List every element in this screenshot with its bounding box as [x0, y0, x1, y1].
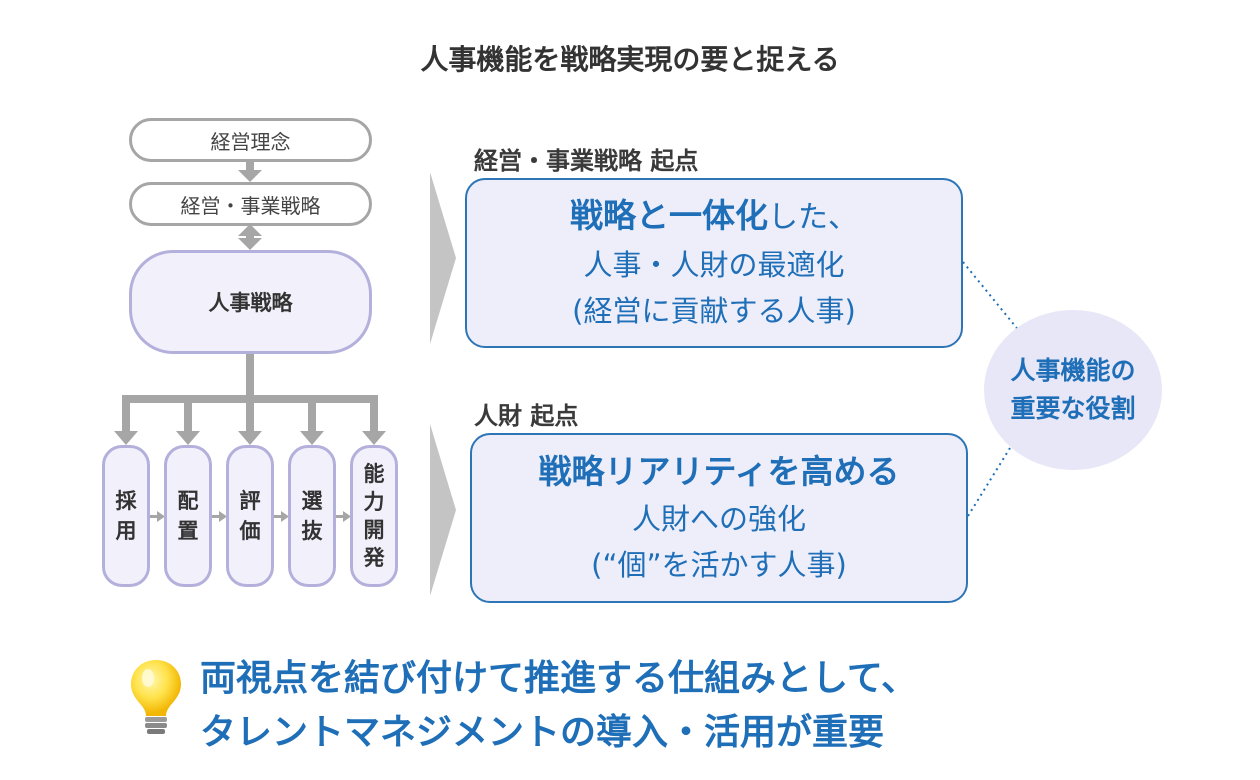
function-placement: 配 置 — [164, 445, 212, 587]
dotted-connector — [962, 261, 1021, 333]
connector-line — [246, 235, 254, 239]
arrow-down-icon — [238, 238, 262, 250]
conclusion-line-2: タレントマネジメントの導入・活用が重要 — [200, 712, 885, 753]
arrow-right-icon — [219, 511, 227, 522]
arrow-down-icon — [238, 431, 262, 445]
talent-line-3: (“個”を活かす人事) — [591, 548, 847, 582]
arrow-down-icon — [362, 431, 386, 445]
page-title: 人事機能を戦略実現の要と捉える — [420, 43, 840, 76]
business-headline: 戦略と一体化した、 — [570, 196, 858, 235]
talent-line-2: 人財への強化 — [631, 502, 806, 536]
talent-headline: 戦略リアリティを高める — [538, 452, 900, 491]
business-line-3: (経営に貢献する人事) — [572, 294, 856, 328]
hr-strategy-box: 人事戦略 — [129, 250, 372, 354]
function-recruitment: 採 用 — [102, 445, 150, 587]
arrow-down-icon — [300, 431, 324, 445]
business-line-2: 人事・人財の最適化 — [583, 248, 845, 282]
connector-trunk — [246, 351, 254, 399]
arrow-up-icon — [238, 224, 262, 236]
section-label-talent: 人財 起点 — [474, 402, 579, 430]
talent-origin-box: 戦略リアリティを高める 人財への強化 (“個”を活かす人事) — [470, 433, 968, 603]
lightbulb-icon — [131, 660, 181, 734]
arrow-right-icon — [157, 511, 165, 522]
connector-line — [246, 162, 254, 172]
arrow-right-icon — [343, 511, 351, 522]
function-development: 能 力 開 発 — [350, 445, 398, 587]
business-origin-box: 戦略と一体化した、 人事・人財の最適化 (経営に貢献する人事) — [465, 178, 963, 348]
arrow-right-icon — [281, 511, 289, 522]
arrow-down-icon — [238, 170, 262, 182]
role-circle: 人事機能の 重要な役割 — [984, 310, 1162, 470]
business-strategy-box: 経営・事業戦略 — [129, 182, 372, 226]
philosophy-box: 経営理念 — [129, 118, 372, 162]
function-selection: 選 抜 — [288, 445, 336, 587]
dotted-connector — [967, 447, 1011, 517]
chevron-right-icon — [430, 424, 456, 596]
arrow-down-icon — [114, 431, 138, 445]
arrow-down-icon — [176, 431, 200, 445]
conclusion-line-1: 両視点を結び付けて推進する仕組みとして、 — [200, 658, 918, 699]
function-evaluation: 評 価 — [226, 445, 274, 587]
section-label-business: 経営・事業戦略 起点 — [474, 147, 699, 175]
conclusion-text: 両視点を結び付けて推進する仕組みとして、 タレントマネジメントの導入・活用が重要 — [200, 652, 917, 760]
chevron-right-icon — [430, 172, 456, 344]
